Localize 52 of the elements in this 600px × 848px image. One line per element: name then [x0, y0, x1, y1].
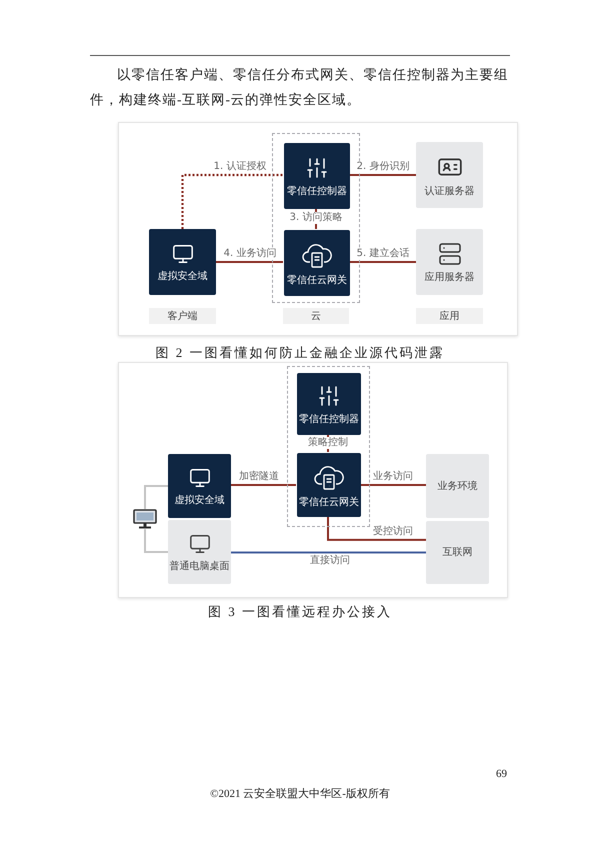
edge-label: 3. 访问策略 [288, 212, 344, 224]
node-label: 业务环境 [438, 480, 478, 492]
connector-line [360, 484, 426, 486]
node-label: 普通电脑桌面 [170, 560, 230, 572]
node-label: 互联网 [442, 547, 472, 558]
edge-label: 策略控制 [306, 437, 350, 449]
node-label: 客户端 [168, 310, 198, 322]
dashed-zone [287, 366, 370, 527]
edge-label: 2. 身份识别 [354, 161, 412, 173]
component-box [297, 373, 361, 435]
edge-label: 1. 认证授权 [212, 161, 268, 173]
intro-paragraph: 以零信任客户端、零信任分布式网关、零信任控制器为主要组件，构建终端-互联网-云的弹性安全区域。 [90, 66, 510, 109]
connector-line [231, 552, 426, 554]
page-number: 69 [496, 768, 507, 780]
connector-line [216, 261, 283, 263]
connector-line [181, 174, 283, 229]
node-label: 云 [311, 310, 321, 322]
component-box [297, 453, 361, 517]
connector-line [144, 485, 168, 509]
edge-label: 加密隧道 [237, 471, 281, 483]
figure-caption: 图 2 一图看懂如何防止金融企业源代码泄露 [154, 344, 446, 362]
component-box [284, 230, 350, 296]
copyright-footer: ©2021 云安全联盟大中华区-版权所有 [0, 786, 600, 801]
computer-icon [133, 509, 157, 529]
component-box [168, 454, 231, 518]
node-label: 零信任控制器 [287, 186, 347, 196]
connector-line [327, 516, 426, 541]
connector-line [349, 261, 416, 263]
component-box [149, 229, 216, 295]
connector-line [349, 174, 416, 176]
component-box [284, 143, 350, 209]
node-label: 应用服务器 [424, 272, 474, 282]
edge-label: 业务访问 [371, 471, 415, 483]
figure-caption: 图 3 一图看懂远程办公接入 [207, 603, 393, 621]
edge-label: 直接访问 [308, 555, 352, 567]
node-label: 虚拟安全域 [174, 494, 224, 506]
edge-label: 5. 建立会话 [354, 248, 412, 260]
service-box [416, 142, 483, 208]
node-label: 认证服务器 [424, 186, 474, 196]
node-label: 零信任云网关 [287, 274, 347, 286]
edge-label: 4. 业务访问 [222, 248, 278, 260]
node-label: 虚拟安全域 [158, 270, 208, 282]
connector-line [144, 529, 168, 553]
node-label: 应用 [440, 310, 460, 322]
service-box [426, 454, 489, 518]
connector-line [231, 484, 296, 486]
edge-label: 受控访问 [371, 526, 415, 538]
service-box [168, 520, 231, 584]
service-box [426, 521, 489, 584]
node-label: 零信任云网关 [299, 496, 359, 508]
service-box [416, 229, 483, 295]
node-label: 零信任控制器 [299, 414, 359, 424]
